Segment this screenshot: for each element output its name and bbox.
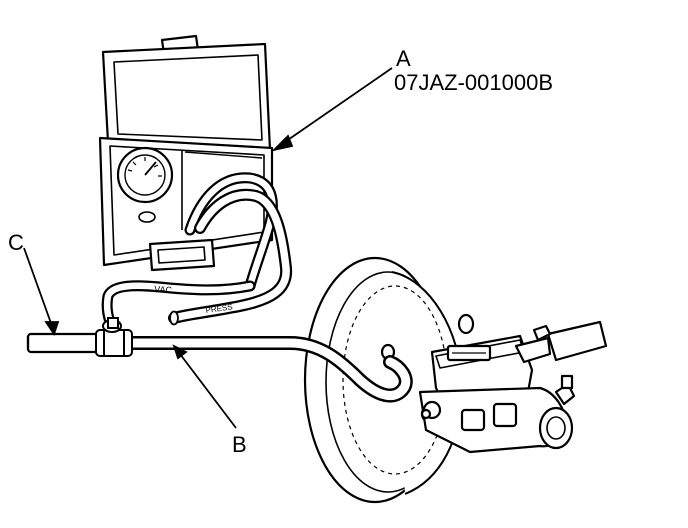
leader-a [281,67,393,145]
callout-a: A [396,46,411,71]
vacuum-gauge-kit-case [98,34,274,272]
leader-lines [23,67,393,429]
master-cylinder [418,320,608,454]
t-fitting [95,317,133,357]
leader-c [23,247,53,327]
press-hose-marking: PRESS [205,302,233,315]
callout-a-part-number: 07JAZ-001000B [394,70,553,95]
leader-b [179,353,237,429]
vacuum-line [121,336,413,403]
press-hose-end [169,310,179,326]
gauge-hoses [101,172,293,328]
vacuum-gauge-icon [116,146,174,223]
hose-c [26,332,104,354]
callout-b: B [232,432,247,457]
vac-hose-marking: VAC [154,284,173,295]
callout-c: C [8,230,24,255]
